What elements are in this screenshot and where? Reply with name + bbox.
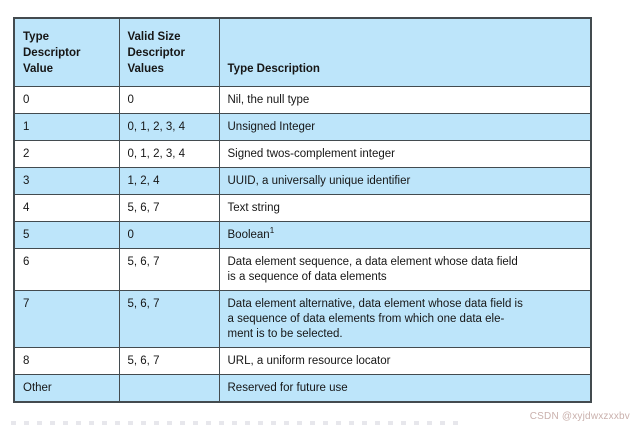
type-descriptor-value-cell: 7 bbox=[13, 290, 120, 348]
clipped-footnote-line bbox=[11, 421, 463, 425]
column-header-type-description: Type Description bbox=[218, 17, 592, 87]
type-description-cell: Nil, the null type bbox=[218, 86, 592, 114]
column-header-valid-size-descriptor-values: Valid Size Descriptor Values bbox=[118, 17, 220, 87]
type-description-cell: Data element sequence, a data element wh… bbox=[218, 248, 592, 291]
type-description-cell: URL, a uniform resource locator bbox=[218, 347, 592, 375]
type-descriptor-value-cell: 0 bbox=[13, 86, 120, 114]
type-descriptor-value-cell: 3 bbox=[13, 167, 120, 195]
csdn-watermark: CSDN @xyjdwxzxxbv bbox=[529, 411, 630, 422]
valid-size-descriptor-values-cell: 0 bbox=[118, 86, 220, 114]
valid-size-descriptor-values-cell: 5, 6, 7 bbox=[118, 194, 220, 222]
type-description-cell: Data element alternative, data element w… bbox=[218, 290, 592, 348]
valid-size-descriptor-values-cell: 0, 1, 2, 3, 4 bbox=[118, 113, 220, 141]
type-descriptor-value-cell: 8 bbox=[13, 347, 120, 375]
footnote-marker: 1 bbox=[269, 226, 275, 236]
type-descriptor-value-cell: 2 bbox=[13, 140, 120, 168]
valid-size-descriptor-values-cell bbox=[118, 374, 220, 403]
type-descriptor-value-cell: 6 bbox=[13, 248, 120, 291]
type-description-cell: Reserved for future use bbox=[218, 374, 592, 403]
valid-size-descriptor-values-cell: 0 bbox=[118, 221, 220, 249]
type-description-cell: Boolean1 bbox=[218, 221, 592, 249]
type-descriptor-value-cell: 4 bbox=[13, 194, 120, 222]
table-row: Other Reserved for future use bbox=[13, 374, 592, 403]
type-description-cell: UUID, a universally unique identifier bbox=[218, 167, 592, 195]
type-descriptor-value-cell: 5 bbox=[13, 221, 120, 249]
valid-size-descriptor-values-cell: 5, 6, 7 bbox=[118, 290, 220, 348]
valid-size-descriptor-values-cell: 5, 6, 7 bbox=[118, 248, 220, 291]
valid-size-descriptor-values-cell: 0, 1, 2, 3, 4 bbox=[118, 140, 220, 168]
valid-size-descriptor-values-cell: 1, 2, 4 bbox=[118, 167, 220, 195]
description-text: Boolean bbox=[227, 229, 270, 241]
valid-size-descriptor-values-cell: 5, 6, 7 bbox=[118, 347, 220, 375]
column-header-type-descriptor-value: Type Descriptor Value bbox=[13, 17, 120, 87]
type-description-cell: Text string bbox=[218, 194, 592, 222]
type-description-cell: Unsigned Integer bbox=[218, 113, 592, 141]
type-description-cell: Signed twos-complement integer bbox=[218, 140, 592, 168]
type-descriptor-value-cell: 1 bbox=[13, 113, 120, 141]
type-descriptor-value-cell: Other bbox=[13, 374, 120, 403]
